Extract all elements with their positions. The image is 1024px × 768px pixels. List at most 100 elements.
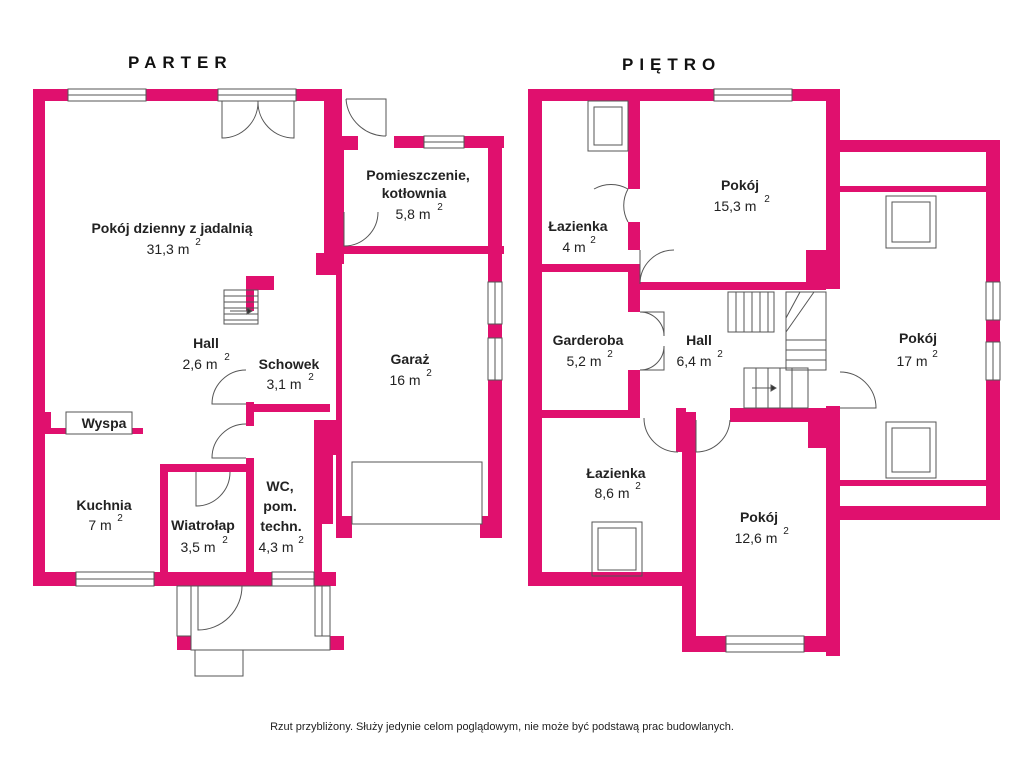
room-area: 5,2 m (566, 353, 601, 369)
roof-window (891, 201, 931, 243)
wall (336, 136, 344, 264)
wall (806, 250, 826, 282)
room-area: 15,3 m (714, 198, 757, 214)
door-swing (695, 419, 731, 453)
wall (321, 420, 333, 524)
room-name: WC, (266, 478, 293, 494)
room-area-sup: 2 (717, 349, 723, 360)
wall (628, 222, 640, 250)
garage-door (351, 461, 483, 525)
door-swing (211, 423, 247, 459)
wall (826, 406, 840, 656)
wall (246, 402, 254, 426)
porch-pillar (176, 585, 192, 637)
room-name: Hall (686, 332, 712, 348)
roof-window (591, 521, 643, 577)
room-area: 16 m (389, 372, 420, 388)
disclaimer-note: Rzut przybliżony. Służy jedynie celom po… (270, 721, 734, 733)
room-name: kotłownia (382, 185, 447, 201)
wall (986, 320, 1000, 342)
room-area-sup: 2 (783, 526, 789, 537)
door-swing (221, 100, 259, 139)
door-swing (593, 183, 629, 223)
room-area-sup: 2 (222, 535, 228, 546)
stairs (727, 291, 775, 333)
wall (160, 464, 250, 472)
room-area: 5,8 m (395, 206, 430, 222)
room-area: 6,4 m (676, 353, 711, 369)
room-name: Pokój dzienny z jadalnią (91, 220, 252, 236)
wall (628, 370, 640, 418)
room-name: Pomieszczenie, (366, 167, 470, 183)
door-swing (197, 585, 243, 631)
room-name: Wiatrołap (171, 517, 235, 533)
room-name: pom. (263, 498, 296, 514)
porch-step (194, 649, 244, 677)
wall (528, 572, 688, 586)
wall (160, 464, 168, 584)
upper-room-labels: Łazienka 4 m 2 Pokój 15,3 m 2 Pokój 17 m… (548, 177, 938, 546)
roof-window (597, 527, 637, 571)
stairs (743, 367, 809, 409)
door-swing (639, 249, 675, 285)
room-name: techn. (260, 518, 301, 534)
upper-floor-plan (528, 89, 1000, 656)
room-name: Pokój (740, 509, 778, 525)
wall (480, 516, 502, 538)
door-swing (211, 369, 247, 405)
wall (826, 186, 986, 192)
room-area: 3,1 m (266, 376, 301, 392)
room-area-sup: 2 (195, 237, 201, 248)
room-name: Pokój (899, 330, 937, 346)
door-swing (639, 311, 665, 337)
ground-room-labels: Pokój dzienny z jadalnią 31,3 m 2 Pomies… (91, 167, 469, 392)
title-ground: PARTER (128, 53, 233, 72)
room-name: Łazienka (586, 465, 645, 481)
room-area: 3,5 m (180, 539, 215, 555)
wall (246, 276, 254, 311)
porch (190, 585, 331, 651)
door-swing (839, 371, 877, 409)
wall (33, 89, 45, 586)
title-upper: PIĘTRO (622, 55, 721, 74)
room-area-sup: 2 (607, 349, 613, 360)
room-area-sup: 2 (590, 235, 596, 246)
wall (246, 458, 254, 586)
room-area-sup: 2 (932, 349, 938, 360)
roof-window (587, 100, 629, 152)
room-area: 17 m (896, 353, 927, 369)
wall (314, 420, 322, 586)
room-name: Garderoba (553, 332, 624, 348)
wall (316, 253, 336, 275)
room-area-sup: 2 (437, 202, 443, 213)
room-name: Schowek (259, 356, 320, 372)
room-area-sup: 2 (635, 481, 641, 492)
room-area: 7 m (88, 517, 111, 533)
room-name: Hall (193, 335, 219, 351)
room-area: 4 m (562, 239, 585, 255)
roof-window (593, 106, 623, 146)
door-swing (257, 100, 295, 139)
wall (542, 410, 638, 418)
wall (628, 89, 640, 189)
wall (628, 264, 640, 312)
door-swing (643, 417, 679, 453)
island-box (65, 411, 133, 435)
wall (254, 404, 330, 412)
room-area: 12,6 m (735, 530, 778, 546)
wall (826, 140, 1000, 152)
room-area-sup: 2 (764, 194, 770, 205)
room-area: 8,6 m (594, 485, 629, 501)
room-name: Kuchnia (76, 497, 131, 513)
room-name: Garaż (391, 351, 430, 367)
room-area-sup: 2 (117, 513, 123, 524)
room-area-sup: 2 (426, 368, 432, 379)
room-area: 4,3 m (258, 539, 293, 555)
wall (528, 89, 542, 586)
roof-window (885, 195, 937, 249)
wall (826, 480, 986, 486)
stairs (223, 289, 259, 325)
wall (808, 408, 840, 448)
wall (246, 276, 274, 290)
door-swing (343, 211, 379, 247)
